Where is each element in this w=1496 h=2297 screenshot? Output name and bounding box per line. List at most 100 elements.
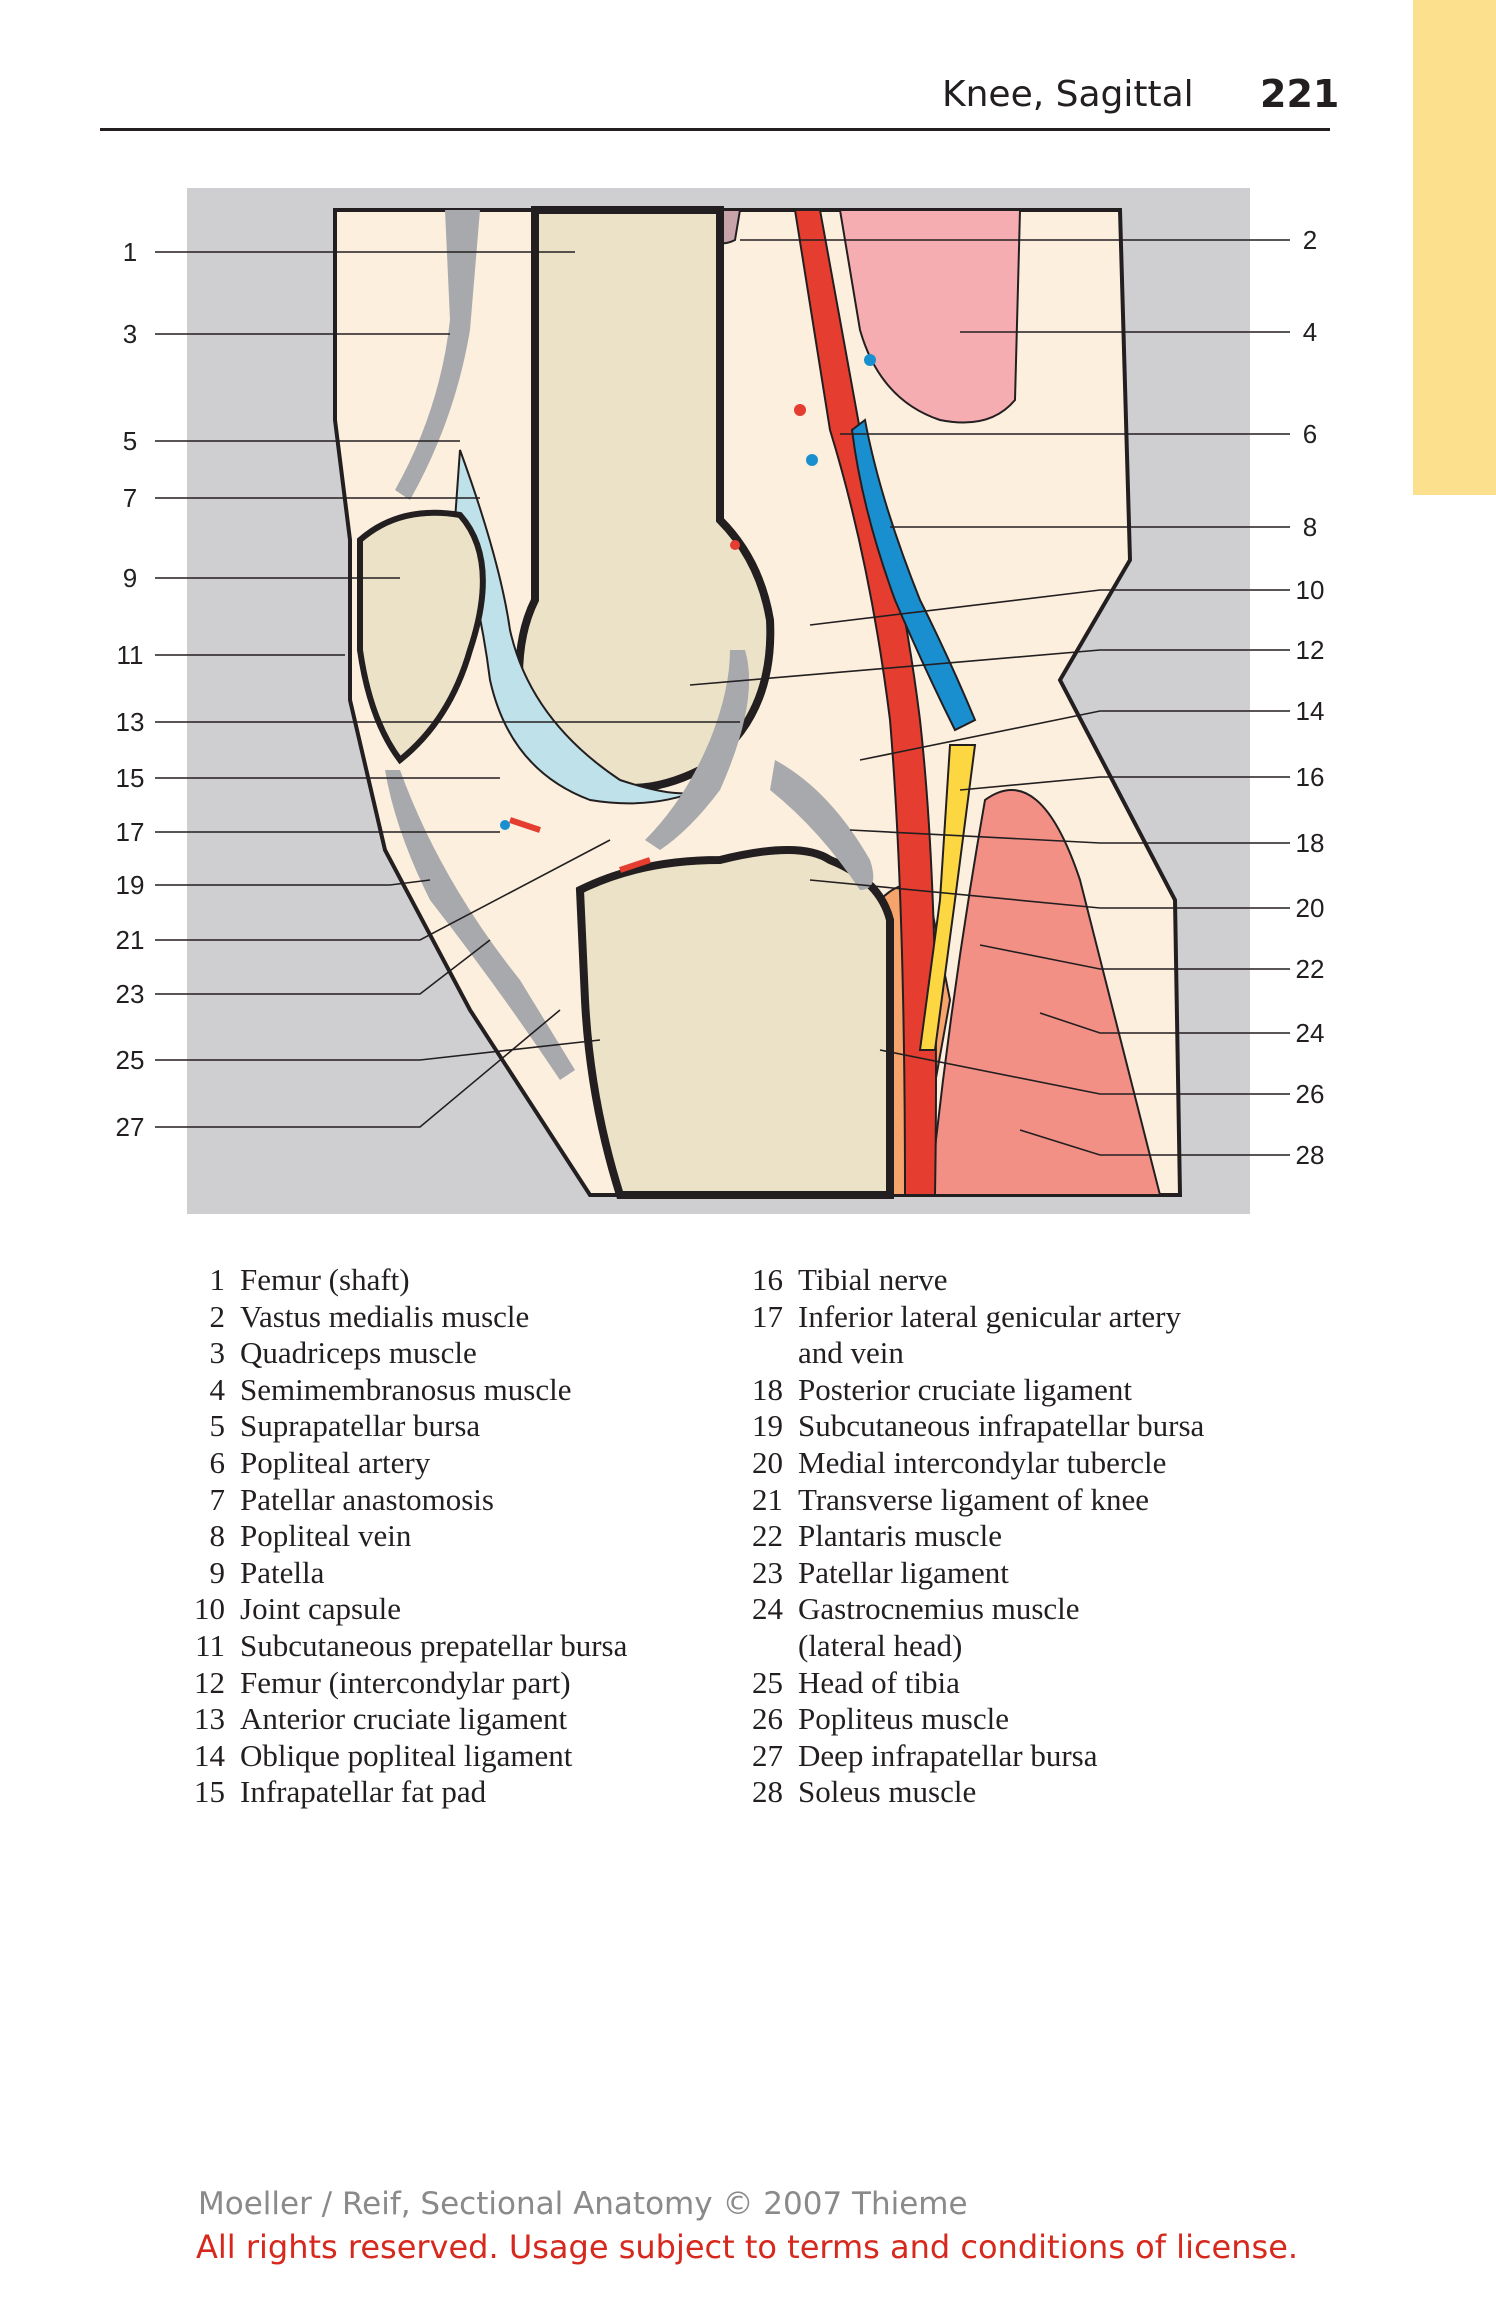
callout-number: 24 bbox=[1296, 1018, 1325, 1048]
legend-label-line: Gastrocnemius muscle bbox=[798, 1591, 1080, 1627]
callout-number: 4 bbox=[1303, 317, 1317, 347]
legend-label: Tibial nerve bbox=[798, 1262, 948, 1299]
page-number: 221 bbox=[1260, 72, 1340, 116]
callout-number: 23 bbox=[116, 979, 145, 1009]
legend-number: 8 bbox=[209, 1518, 226, 1554]
legend-number: 10 bbox=[194, 1591, 225, 1627]
legend-label: Femur (shaft) bbox=[240, 1262, 410, 1299]
patella bbox=[357, 509, 486, 765]
legend-label-line: Quadriceps muscle bbox=[240, 1335, 477, 1371]
legend-number: 4 bbox=[209, 1371, 226, 1407]
leader-line bbox=[809, 879, 1290, 909]
legend-label-line: Soleus muscle bbox=[798, 1774, 977, 1810]
page-title: Knee, Sagittal bbox=[942, 74, 1194, 115]
callout-number: 2 bbox=[1303, 225, 1317, 255]
legend-number: 13 bbox=[194, 1701, 225, 1737]
legend-item: 16 Tibial nerve bbox=[738, 1262, 1204, 1299]
legend-number: 25 bbox=[752, 1664, 783, 1700]
legend-item: 8 Popliteal vein bbox=[180, 1518, 627, 1555]
legend-number: 2 bbox=[209, 1298, 226, 1334]
legend-label-line: Head of tibia bbox=[798, 1664, 960, 1700]
callout-number: 15 bbox=[116, 763, 145, 793]
legend-label-line: (lateral head) bbox=[798, 1627, 963, 1663]
callout-number: 1 bbox=[123, 237, 137, 267]
legend-label-line: Popliteus muscle bbox=[798, 1701, 1009, 1737]
chapter-thumb-tab bbox=[1413, 0, 1496, 495]
legend-label: Subcutaneous prepatellar bursa bbox=[240, 1628, 627, 1665]
tibial-nerve bbox=[918, 744, 977, 1051]
legend-number: 22 bbox=[752, 1518, 783, 1554]
legend-number: 21 bbox=[752, 1481, 783, 1517]
legend-item: 21 Transverse ligament of knee bbox=[738, 1482, 1204, 1519]
legend-number: 5 bbox=[209, 1408, 226, 1444]
leader-line bbox=[979, 944, 1290, 970]
legend-label-line: Transverse ligament of knee bbox=[798, 1481, 1149, 1517]
legend-label: Femur (intercondylar part) bbox=[240, 1665, 571, 1702]
legend-item: 6 Popliteal artery bbox=[180, 1445, 627, 1482]
legend-label-line: Patella bbox=[240, 1554, 325, 1590]
legend-item: 5 Suprapatellar bursa bbox=[180, 1408, 627, 1445]
legend-number: 6 bbox=[209, 1444, 226, 1480]
legend-item: 12 Femur (intercondylar part) bbox=[180, 1665, 627, 1702]
legend-label: Suprapatellar bursa bbox=[240, 1408, 480, 1445]
callout-number: 8 bbox=[1303, 512, 1317, 542]
legend-label-line: Popliteal vein bbox=[240, 1518, 412, 1554]
legend-label: Infrapatellar fat pad bbox=[240, 1774, 486, 1811]
legend-label: Joint capsule bbox=[240, 1591, 401, 1628]
leader-line bbox=[959, 776, 1290, 791]
legend-label-line: Inferior lateral genicular artery bbox=[798, 1298, 1181, 1334]
legend-number: 24 bbox=[752, 1591, 783, 1627]
legend-label: Transverse ligament of knee bbox=[798, 1482, 1149, 1519]
callout-number: 11 bbox=[117, 640, 144, 670]
legend-label: Anterior cruciate ligament bbox=[240, 1701, 567, 1738]
legend-label-line: Posterior cruciate ligament bbox=[798, 1371, 1132, 1407]
callout-number: 20 bbox=[1296, 893, 1325, 923]
callout-number: 10 bbox=[1296, 575, 1325, 605]
legend-label: Oblique popliteal ligament bbox=[240, 1738, 572, 1775]
legend-label: Popliteal vein bbox=[240, 1518, 411, 1555]
patellar-ligament bbox=[385, 770, 575, 1080]
legend-number: 14 bbox=[194, 1737, 225, 1773]
leader-line bbox=[1039, 1012, 1290, 1034]
license-notice: All rights reserved. Usage subject to te… bbox=[196, 2228, 1299, 2266]
legend-label: Deep infrapatellar bursa bbox=[798, 1738, 1098, 1775]
leader-line bbox=[155, 1009, 561, 1128]
callout-number: 17 bbox=[116, 817, 145, 847]
legend-label: Semimembranosus muscle bbox=[240, 1372, 571, 1409]
legend-label: Gastrocnemius muscle(lateral head) bbox=[798, 1591, 1080, 1664]
tibia bbox=[575, 846, 894, 1199]
legend-label-line: Popliteal artery bbox=[240, 1444, 431, 1480]
legend-item: 10 Joint capsule bbox=[180, 1591, 627, 1628]
legend-label-line: Tibial nerve bbox=[798, 1262, 948, 1297]
leader-line bbox=[689, 649, 1290, 686]
legend-item: 14 Oblique popliteal ligament bbox=[180, 1738, 627, 1775]
leader-line bbox=[859, 710, 1290, 761]
callout-number: 6 bbox=[1303, 419, 1317, 449]
callout-number: 21 bbox=[116, 925, 145, 955]
legend-label-line: Suprapatellar bursa bbox=[240, 1408, 481, 1444]
leader-line bbox=[155, 939, 491, 995]
legend-label-line: Patellar anastomosis bbox=[240, 1481, 494, 1517]
legend-number: 16 bbox=[752, 1262, 783, 1297]
callout-number: 18 bbox=[1296, 828, 1325, 858]
legend-number: 19 bbox=[752, 1408, 783, 1444]
legend-number: 12 bbox=[194, 1664, 225, 1700]
leader-line bbox=[1019, 1129, 1290, 1156]
legend-item: 25 Head of tibia bbox=[738, 1665, 1204, 1702]
anterior-cruciate-ligament bbox=[645, 650, 750, 850]
legend-label: Patellar anastomosis bbox=[240, 1482, 494, 1519]
callout-number: 28 bbox=[1296, 1140, 1325, 1170]
legend-label-line: Joint capsule bbox=[240, 1591, 401, 1627]
leader-line bbox=[879, 1049, 1290, 1095]
legend-label: Medial intercondylar tubercle bbox=[798, 1445, 1166, 1482]
